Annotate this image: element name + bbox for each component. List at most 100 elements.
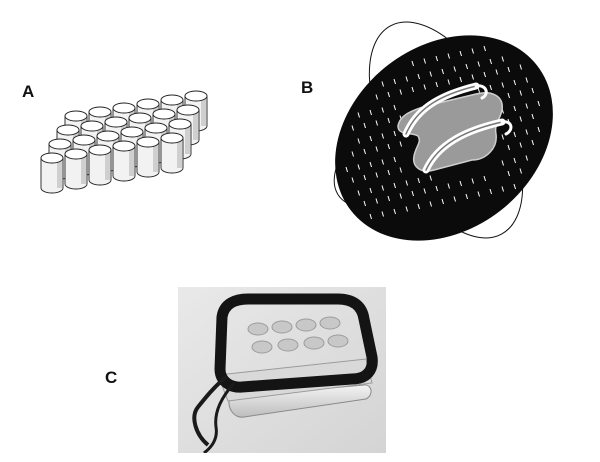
field-dash xyxy=(507,92,510,99)
field-dash xyxy=(483,175,486,182)
field-dash xyxy=(519,116,522,122)
field-dash xyxy=(519,90,522,96)
field-dash xyxy=(501,186,504,192)
field-dash xyxy=(435,81,438,88)
field-dash xyxy=(381,185,384,191)
field-dash xyxy=(441,68,444,75)
cylinder-well xyxy=(40,152,64,194)
field-dash xyxy=(369,161,372,168)
field-dash xyxy=(537,126,540,133)
field-dash xyxy=(393,208,396,215)
field-dash xyxy=(363,200,366,207)
field-dash xyxy=(387,169,390,176)
field-dash xyxy=(495,69,498,75)
field-dash xyxy=(387,195,390,202)
field-dash xyxy=(381,159,384,165)
field-dash xyxy=(405,76,408,82)
field-dash xyxy=(525,155,528,161)
field-dash xyxy=(375,172,378,178)
field-dash xyxy=(393,182,396,189)
field-dash xyxy=(429,71,432,77)
field-dash xyxy=(525,129,528,135)
field-dash xyxy=(369,213,372,220)
field-dash xyxy=(375,94,378,100)
field-dash xyxy=(387,91,390,98)
field-dash xyxy=(465,63,468,70)
field-dash xyxy=(489,58,492,65)
field-dash xyxy=(477,191,480,197)
field-dash xyxy=(405,206,408,212)
field-dash xyxy=(411,86,414,93)
field-dash xyxy=(453,196,456,202)
field-dash xyxy=(369,135,372,142)
field-dash xyxy=(357,138,360,144)
field-dash xyxy=(417,177,420,184)
field-dash xyxy=(375,120,378,126)
field-dash xyxy=(369,109,372,116)
field-dash xyxy=(471,178,474,184)
field-dash xyxy=(399,89,402,95)
field-dash xyxy=(375,146,378,152)
field-dash xyxy=(507,66,510,73)
inner-wells xyxy=(247,316,349,354)
field-dash xyxy=(489,188,492,195)
panel-label-b: B xyxy=(301,78,314,97)
cylinder-array-icon xyxy=(40,90,208,194)
field-dash xyxy=(429,175,432,181)
cylinder-well xyxy=(88,144,112,186)
field-dash xyxy=(387,143,390,150)
field-dash xyxy=(369,187,372,194)
field-dash xyxy=(447,53,450,59)
field-dash xyxy=(459,180,462,187)
field-dash xyxy=(489,84,492,91)
cable xyxy=(203,382,236,453)
field-dash xyxy=(471,74,474,80)
cylinder-well xyxy=(160,132,184,174)
field-dash xyxy=(351,177,354,183)
cylinder-well xyxy=(64,148,88,190)
field-dash xyxy=(513,157,516,164)
field-dash xyxy=(537,100,540,107)
field-dash xyxy=(501,56,504,62)
field-dash xyxy=(411,60,414,67)
field-dash xyxy=(519,64,522,70)
field-dash xyxy=(435,55,438,62)
field-dash xyxy=(507,144,510,151)
field-dash xyxy=(447,79,450,85)
field-dash xyxy=(363,174,366,181)
photo-icon xyxy=(178,287,386,453)
field-dash xyxy=(399,141,402,147)
field-dash xyxy=(411,190,414,197)
field-dash xyxy=(471,48,474,54)
field-dash xyxy=(531,87,534,94)
field-dash xyxy=(435,185,438,192)
panel-label-a: A xyxy=(22,82,35,101)
field-dash xyxy=(483,45,486,52)
field-dash xyxy=(399,167,402,173)
field-dash xyxy=(525,103,528,109)
field-dash xyxy=(501,134,504,140)
cylinder-well xyxy=(112,140,136,182)
coil-electrode xyxy=(402,82,513,174)
field-dash xyxy=(531,113,534,120)
field-dash xyxy=(399,193,402,199)
field-dash xyxy=(513,79,516,86)
field-dash xyxy=(519,142,522,148)
clear-base xyxy=(228,384,372,418)
field-dash xyxy=(525,77,528,83)
cylinder-well xyxy=(136,136,160,178)
field-dash xyxy=(423,188,426,194)
field-dash xyxy=(513,183,516,190)
field-dash xyxy=(531,139,534,146)
field-dash xyxy=(513,131,516,138)
field-dash xyxy=(381,107,384,113)
field-dash xyxy=(351,151,354,157)
field-dash xyxy=(393,104,396,111)
field-dash xyxy=(375,198,378,204)
field-dash xyxy=(357,112,360,118)
field-dash xyxy=(423,84,426,90)
field-dash xyxy=(387,117,390,124)
field-dash xyxy=(423,58,426,64)
field-dash xyxy=(429,201,432,207)
field-dash xyxy=(363,148,366,155)
